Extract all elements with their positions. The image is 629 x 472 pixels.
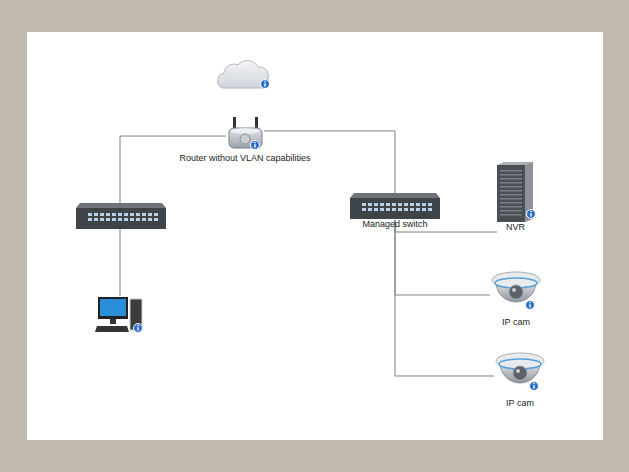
camera-lens (513, 366, 527, 380)
switch-top (76, 203, 166, 208)
info-badge (261, 80, 270, 89)
router-drawing (229, 117, 262, 150)
info-badge (527, 210, 536, 219)
network-cable (395, 220, 490, 295)
monitor-frame (98, 297, 128, 319)
switch-top (350, 193, 440, 198)
ip-camera-icon: IP cam (494, 351, 546, 393)
switch-ports (360, 203, 432, 211)
router-highlight (232, 128, 260, 134)
switch-drawing (350, 193, 440, 219)
server-front (497, 165, 525, 222)
info-badge (134, 324, 143, 333)
cloud-shape (218, 61, 269, 88)
switch-ports (86, 213, 158, 221)
switch-icon (76, 203, 166, 229)
info-badge (530, 382, 539, 391)
switch-front (350, 198, 440, 219)
monitor-screen (100, 299, 126, 316)
router-icon: Router without VLAN capabilities (226, 116, 264, 150)
dome-camera-drawing (496, 353, 544, 383)
device-label: Managed switch (362, 219, 427, 230)
network-cable (119, 229, 120, 296)
info-badge (526, 301, 535, 310)
internet-cloud (218, 61, 270, 89)
device-label: NVR (506, 222, 525, 233)
nvr-server-icon: NVR (497, 162, 534, 236)
device-label: Router without VLAN capabilities (179, 153, 310, 164)
switch-front (76, 208, 166, 229)
ip-camera-icon: IP cam (490, 270, 542, 312)
dome-camera-drawing (492, 272, 540, 302)
network-cable (120, 136, 226, 203)
camera-lens (509, 285, 523, 299)
keyboard (95, 326, 129, 332)
monitor-stand (110, 319, 116, 324)
computer-drawing (95, 297, 143, 333)
white-panel (27, 32, 603, 440)
device-label: IP cam (502, 317, 530, 328)
managed-switch-icon: Managed switch (350, 193, 440, 220)
network-cable (395, 220, 494, 376)
switch-drawing (76, 203, 166, 229)
server-slots (500, 170, 522, 216)
computer-icon (95, 296, 143, 334)
router-lens (240, 134, 250, 144)
device-label: IP cam (506, 398, 534, 409)
lens-highlight (512, 288, 516, 292)
lens-highlight (516, 369, 520, 373)
info-badge (251, 141, 260, 150)
